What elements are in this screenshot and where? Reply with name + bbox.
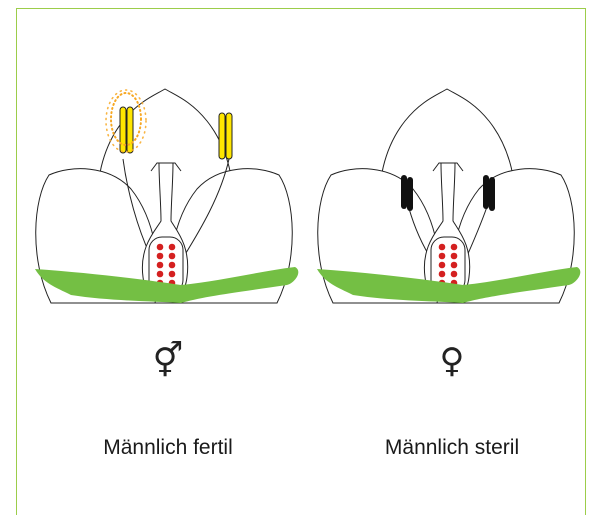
ovule [157,271,164,278]
ovule [451,271,458,278]
ovule [157,262,164,269]
ovule [169,253,176,260]
anther-fertile-left [120,107,133,153]
ovule [157,253,164,260]
flower-diagram-fertile [31,79,301,309]
female-symbol: ♀ [317,341,587,381]
ovule [169,262,176,269]
hermaphrodite-symbol: ⚥ [33,341,303,381]
ovule [169,271,176,278]
ovule [451,262,458,269]
flower-diagram-sterile [313,79,583,309]
ovule [451,244,458,251]
caption-male-sterile: Männlich steril [317,436,587,460]
caption-male-fertile: Männlich fertil [33,436,303,460]
ovule [451,253,458,260]
ovule [439,271,446,278]
ovule [439,253,446,260]
ovule [157,244,164,251]
anther-fertile-right [219,113,232,159]
anther-sterile-right [483,175,495,211]
figure-frame: ⚥ ♀ Männlich fertil Männlich steril [16,8,586,515]
ovule [169,244,176,251]
ovule [439,262,446,269]
ovule [439,244,446,251]
anther-sterile-left [401,175,413,211]
